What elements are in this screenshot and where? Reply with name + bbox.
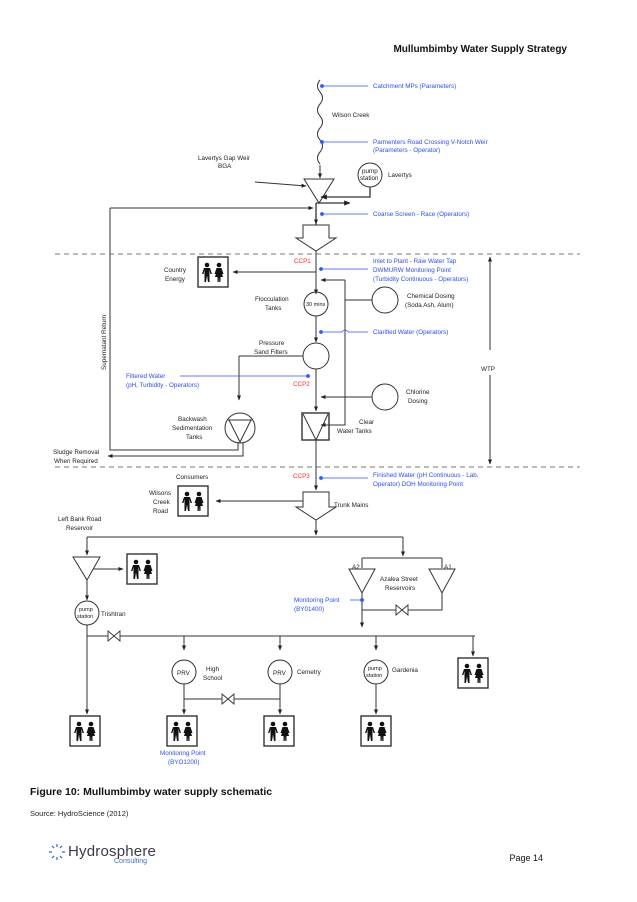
azalea-reservoir-a2 <box>348 568 376 595</box>
ccp1-label: CCP1 <box>294 258 311 265</box>
wilsons-creek-road-label-2: Creek <box>153 499 171 506</box>
wilson-creek-label: Wilson Creek <box>332 112 370 119</box>
lavertys-weir-label-2: BGA <box>218 163 232 170</box>
azalea-valve <box>395 604 409 616</box>
trishtran-pump-label: pump <box>79 607 93 613</box>
pressure-sand-filters-label-2: Sand Filters <box>254 349 288 356</box>
clarified-water-label: Clarified Water (Operators) <box>373 329 448 336</box>
country-energy-consumer-icon <box>197 256 229 288</box>
gardenia-consumer-icon <box>360 715 392 747</box>
country-energy-label-2: Energy <box>165 276 186 283</box>
gardenia-station-label: station <box>366 673 382 679</box>
lavertys-label: Lavertys <box>388 172 412 179</box>
catchment-mp-label: Catchment MPs (Parameters) <box>373 83 456 90</box>
chlorine-dosing-tank <box>371 383 399 411</box>
trishtran-valve <box>107 630 121 642</box>
clear-water-tank <box>301 412 330 441</box>
finished-water-label-2: Operator) DOH Monitoring Point <box>373 481 463 488</box>
consumers-label: Consumers <box>176 474 208 481</box>
coarse-screen-symbol <box>294 224 338 252</box>
hydrosphere-logo-icon <box>49 844 65 860</box>
cemetry-prv-label: PRV <box>273 670 287 677</box>
left-bank-road-label-2: Reservoir <box>66 525 93 532</box>
azalea-label-2: Reservoirs <box>385 585 415 592</box>
azalea-reservoir-a1 <box>428 568 456 595</box>
backwash-label-2: Sedimentation <box>172 425 213 432</box>
high-school-prv-label: PRV <box>177 670 191 677</box>
finished-water-label-1: Finished Water (pH Continuous - Lab, <box>373 472 479 479</box>
pump-label: pump <box>362 168 378 175</box>
trunk-mains-label: Trunk Mains <box>334 502 368 509</box>
sludge-removal-label-1: Sludge Removal <box>53 449 99 456</box>
sludge-removal-label-2: When Required <box>54 458 98 465</box>
wilson-creek-line <box>317 79 323 165</box>
east-consumer-icon <box>457 657 489 689</box>
clear-water-label-1: Clear <box>359 419 374 426</box>
high-school-label-2: School <box>203 675 222 682</box>
clear-water-label-2: Water Tanks <box>337 428 372 435</box>
backwash-label-3: Tanks <box>186 434 202 441</box>
trishtran-consumer-icon <box>69 715 101 747</box>
country-energy-label-1: Country <box>164 267 187 274</box>
wilsons-creek-road-label-1: Wilsons <box>149 490 171 497</box>
monitoring-point-school-label-1: Monitoring Point <box>160 750 206 757</box>
trishtran-label: Trishtran <box>101 611 126 618</box>
trunk-mains-symbol <box>294 491 338 521</box>
backwash-label-1: Backwash <box>178 416 207 423</box>
azalea-label-1: Azalea Street <box>380 576 418 583</box>
ccp2-label: CCP2 <box>293 381 310 388</box>
lavertys-weir-symbol <box>303 178 335 204</box>
left-bank-consumer-icon <box>126 553 158 585</box>
filtered-water-label-1: Filtered Water <box>126 373 165 380</box>
monitoring-point-school-label-2: (BYO1200) <box>168 759 200 766</box>
chemical-dosing-label-2: (Soda Ash, Alum) <box>405 302 454 309</box>
backwash-sedimentation-tank <box>224 412 256 444</box>
a1-label: A1 <box>444 564 452 571</box>
station-label: station <box>360 175 379 182</box>
left-bank-road-label-1: Left Bank Road <box>58 516 102 523</box>
inlet-label-2: DWMURW Monitoring Point <box>373 267 451 274</box>
lavertys-weir-label-1: Lavertys Gap Weir <box>198 155 250 162</box>
parmenters-label-2: (Parameters - Operator) <box>373 147 440 154</box>
ccp3-label: CCP3 <box>293 473 310 480</box>
wilsons-creek-road-label-3: Road <box>153 508 169 515</box>
gardenia-label: Gardenia <box>392 667 418 674</box>
pressure-sand-filter <box>302 342 330 370</box>
chlorine-dosing-label-2: Dosing <box>408 398 428 405</box>
coarse-screen-label: Coarse Screen - Race (Operators) <box>373 211 469 218</box>
wilsons-creek-road-consumer-icon <box>177 485 209 517</box>
a2-label: A2 <box>352 564 360 571</box>
parmenters-label-1: Parmenters Road Crossing V-Notch Weir <box>373 139 488 146</box>
high-school-consumer-icon <box>166 715 198 747</box>
cemetry-consumer-icon <box>263 715 295 747</box>
flocculation-label-1: Flocculation <box>255 296 289 303</box>
trishtran-station-label: station <box>77 614 93 620</box>
flocculation-time-label: 30 mins <box>306 302 326 308</box>
supernatant-return-label: Supernatant Return <box>101 315 108 370</box>
high-school-label-1: High <box>206 666 219 673</box>
flocculation-label-2: Tanks <box>265 305 281 312</box>
trishtran-pump-station <box>74 600 100 626</box>
wtp-label: WTP <box>481 366 495 373</box>
monitoring-point-azalea-label-1: Monitoring Point <box>294 597 340 604</box>
page-number: Page 14 <box>509 853 543 863</box>
monitoring-point-azalea-label-2: (BY01400) <box>294 606 324 613</box>
document-header-title: Mullumbimby Water Supply Strategy <box>393 44 567 55</box>
filtered-water-label-2: (pH, Turbidity - Operators) <box>126 382 199 389</box>
inlet-label-3: (Turbidity Continuous - Operators) <box>373 276 468 283</box>
chemical-dosing-tank <box>371 286 399 314</box>
figure-caption: Figure 10: Mullumbimby water supply sche… <box>30 786 273 798</box>
pressure-sand-filters-label-1: Pressure <box>259 340 285 347</box>
chemical-dosing-label-1: Chemical Dosing <box>407 293 455 300</box>
gardenia-pump-label: pump <box>368 666 382 672</box>
school-cemetry-valve <box>221 693 235 705</box>
chlorine-dosing-label-1: Chlorine <box>406 389 430 396</box>
figure-source: Source: HydroScience (2012) <box>30 809 129 818</box>
inlet-label-1: Inlet to Plant - Raw Water Tap <box>373 258 457 265</box>
gardenia-pump-station <box>363 659 389 685</box>
logo-name: Hydrosphere <box>68 843 157 860</box>
cemetry-label: Cemetry <box>297 669 322 676</box>
logo-subtitle: Consulting <box>114 858 148 865</box>
